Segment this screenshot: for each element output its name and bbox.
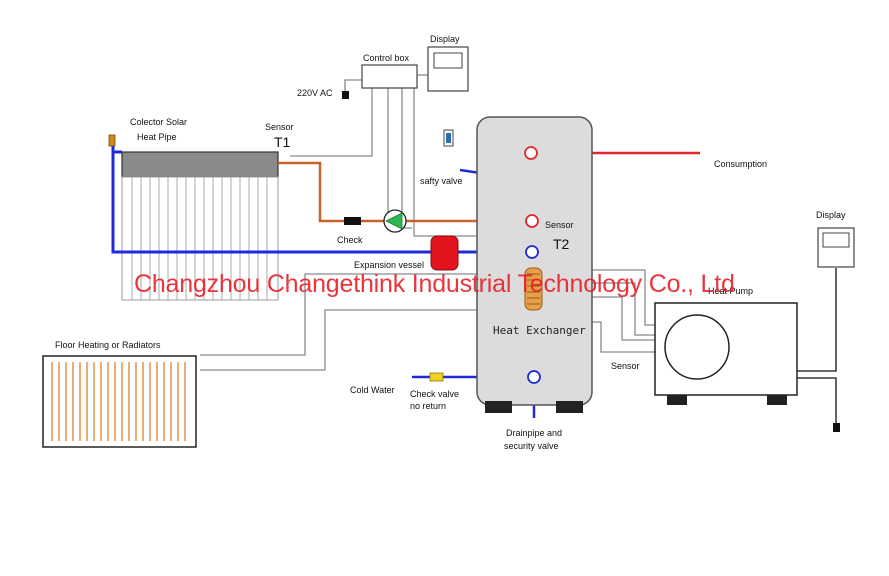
hot-inlet-port [525,214,539,228]
drain-label-line2: security valve [504,441,559,451]
sensor-t2-word: Sensor [545,220,574,230]
circulation-pump [383,209,407,233]
check-valve-label-line2: no return [410,401,446,411]
collector-cold-return-pipe [111,146,527,254]
collector-hot-pipe [278,161,527,223]
expansion-vessel: Expansion vessel [354,235,459,271]
heat-exchanger-coil [524,267,543,311]
floor-heating-label: Floor Heating or Radiators [55,340,161,350]
cold-water-inlet: Cold Water Check valve no return [350,372,459,411]
heat-pump-fan [664,314,730,380]
control-box: Control box [361,53,418,89]
collector-label-line1: Colector Solar [130,117,187,127]
consumption-label: Consumption [714,159,767,169]
heat-pump-loop [591,269,655,353]
check-valve-hot: Check [337,217,363,245]
heat-pump-wiring [797,268,837,424]
consumption-port [524,146,538,160]
collector-label-line2: Heat Pipe [137,132,177,142]
sensor-t2-code: T2 [553,236,570,252]
expansion-vessel-label: Expansion vessel [354,260,424,270]
storage-tank: Heat Exchanger Sensor T2 [476,116,593,413]
safety-valve-label: safty valve [420,176,463,186]
cold-water-port [527,370,541,384]
power-label: 220V AC [297,88,333,98]
check-valve-label-line1: Check valve [410,389,459,399]
safety-valve: safty valve [420,129,463,186]
sensor-t1-word: Sensor [265,122,294,132]
display-right: Display [816,210,855,268]
display-top: Display [427,34,469,92]
control-box-label: Control box [363,53,410,63]
floor-heating-loop [200,273,522,371]
cold-return-port [525,245,539,259]
watermark: Changzhou Changethink Industrial Technol… [134,270,735,298]
drain-label-line1: Drainpipe and [506,428,562,438]
heat-exchanger-label: Heat Exchanger [493,324,586,337]
display-top-label: Display [430,34,460,44]
collector-tubes [131,177,268,300]
solar-collector: Colector Solar Heat Pipe [121,117,279,301]
power-plug: 220V AC [297,88,349,99]
heat-pump: Heat Pump Sensor [611,286,798,405]
sensor-hp-label: Sensor [611,361,640,371]
check-label: Check [337,235,363,245]
heat-pump-label: Heat Pump [708,286,753,296]
sensor-t1-code: T1 [274,134,291,150]
sensor-t1: Sensor T1 [265,122,294,150]
collector-air-vent [108,134,116,147]
heat-pump-plug [833,423,840,432]
cold-water-label: Cold Water [350,385,395,395]
display-right-label: Display [816,210,846,220]
floor-heating-panel: Floor Heating or Radiators [42,340,197,448]
